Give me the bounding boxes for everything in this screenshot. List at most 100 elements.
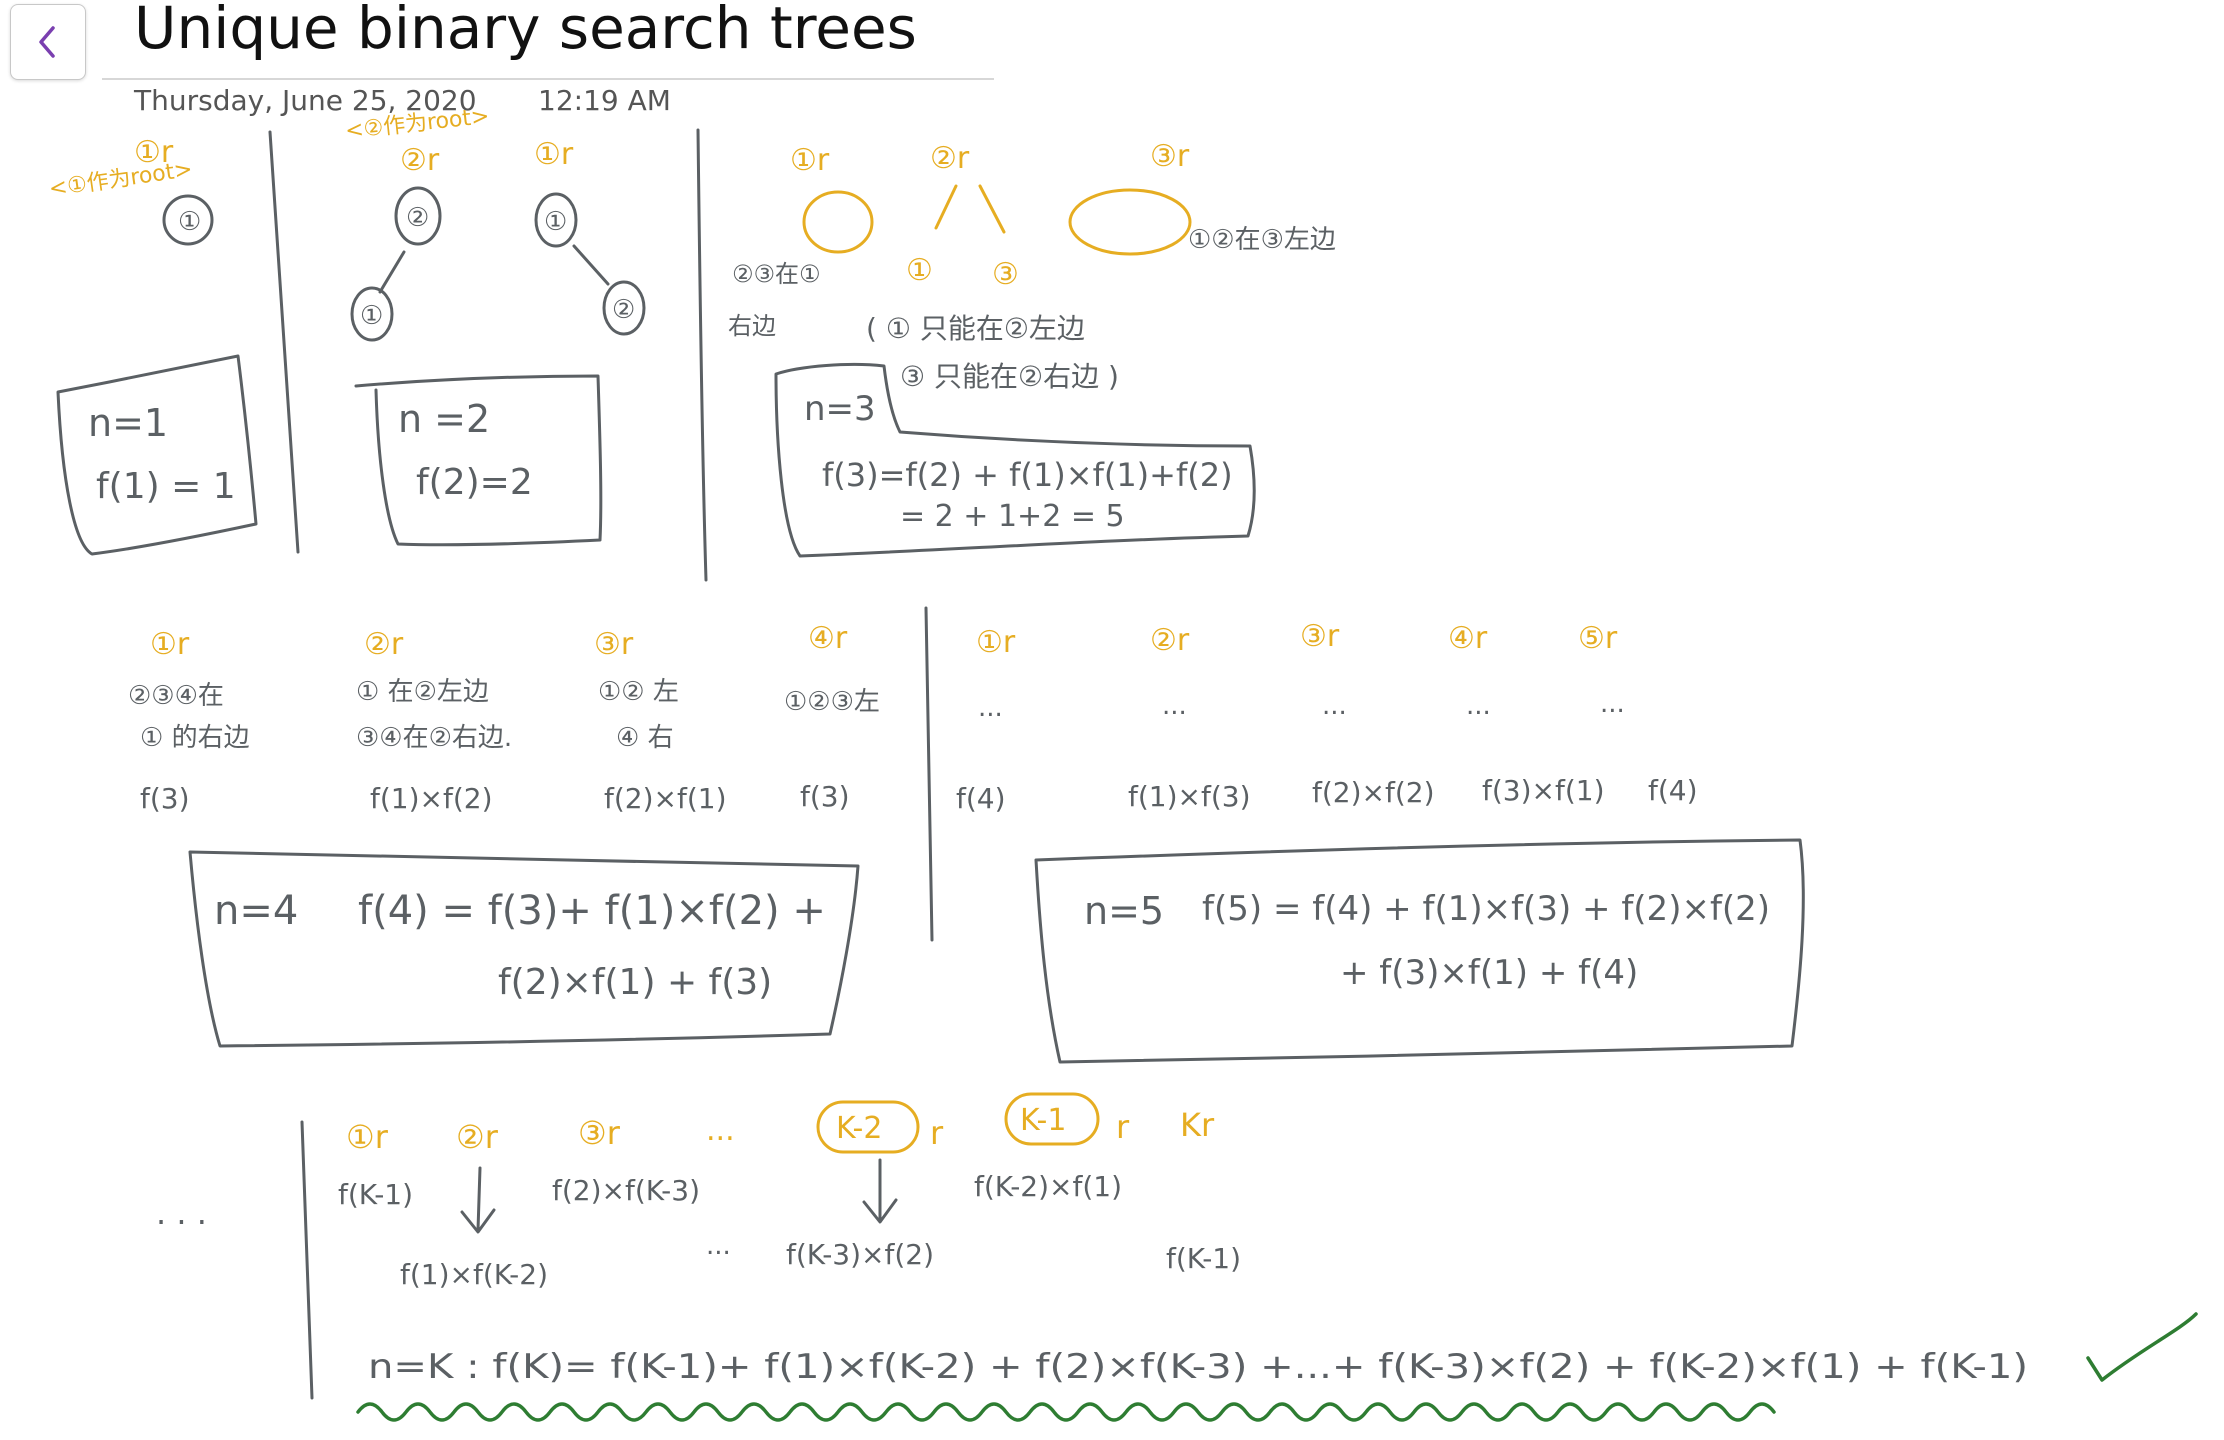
nk-term-e: f(K-3)×f(2): [786, 1238, 934, 1271]
node-circle-n2-child2: [602, 280, 646, 336]
down-arrow-2: [862, 1158, 898, 1224]
nk-term-b: f(2)×f(K-3): [552, 1174, 700, 1207]
n4-note-b2: ③④在②右边.: [356, 723, 512, 753]
n5-box-f2: + f(3)×f(1) + f(4): [1340, 953, 1638, 993]
k-minus-1-circle: [1004, 1092, 1100, 1146]
n5-dots-3: ...: [1322, 691, 1347, 721]
n5-root-5: ⑤r: [1578, 621, 1618, 656]
n4-term-2: f(1)×f(2): [370, 782, 493, 815]
n1-root-label: ①r: [134, 135, 174, 170]
n4-box-f2: f(2)×f(1) + f(3): [498, 962, 772, 1003]
n5-term-4: f(3)×f(1): [1482, 774, 1605, 807]
edge-n2-right: [572, 244, 610, 286]
n3-paren-2: ③ 只能在②右边 ): [900, 360, 1119, 393]
nk-root-2: ②r: [456, 1118, 499, 1156]
title-divider: [102, 78, 994, 80]
nk-root-k1-r: r: [1116, 1108, 1130, 1146]
n5-term-3: f(2)×f(2): [1312, 776, 1435, 809]
n1-root-note: <①作为root>: [47, 157, 194, 202]
box-n2: [354, 374, 603, 547]
n4-root-2: ②r: [364, 627, 404, 662]
subtree-blob-n3-root3: [1068, 188, 1192, 256]
n5-root-4: ④r: [1448, 621, 1488, 656]
n2-node-d: ②: [612, 295, 635, 325]
n2-root2-label: ②r: [400, 143, 440, 178]
n5-dots-2: ...: [1162, 691, 1187, 721]
n3-box-n: n=3: [804, 389, 876, 429]
node-circle-n2-root1: [534, 192, 578, 248]
n5-term-1: f(4): [956, 782, 1006, 815]
divider-2: [696, 128, 708, 582]
nk-leading-dots: . . .: [156, 1194, 207, 1232]
down-arrow-1: [460, 1166, 496, 1234]
n4-note-a1: ②③④在: [128, 681, 224, 711]
n5-root-2: ②r: [1150, 623, 1190, 658]
n3-right-note: ①②在③左边: [1188, 225, 1336, 255]
n4-box-f1: f(4) = f(3)+ f(1)×f(2) +: [358, 888, 826, 934]
n3-child-1: ①: [906, 253, 933, 288]
nk-root-3: ③r: [578, 1114, 621, 1152]
n4-root-3: ③r: [594, 627, 634, 662]
box-n1: [56, 354, 258, 556]
nk-root-k: Kr: [1180, 1106, 1215, 1144]
edge-n3-right: [978, 184, 1006, 234]
n3-child-3: ③: [992, 257, 1019, 292]
n4-root-1: ①r: [150, 627, 190, 662]
nk-term-a: f(K-1): [338, 1178, 413, 1211]
n5-box-n: n=5: [1084, 889, 1164, 933]
edge-n3-left: [934, 184, 958, 230]
n4-root-4: ④r: [808, 621, 848, 656]
n3-left-note-2: 右边: [728, 312, 776, 340]
nk-term-g: f(K-1): [1166, 1242, 1241, 1275]
n5-box-f1: f(5) = f(4) + f(1)×f(3) + f(2)×f(2): [1202, 889, 1770, 929]
page-time: 12:19 AM: [538, 84, 671, 117]
n2-node-b: ①: [360, 301, 383, 331]
nk-formula: n=K : f(K)= f(K-1)+ f(1)×f(K-2) + f(2)×f…: [368, 1347, 2028, 1387]
divider-1: [268, 130, 300, 554]
n3-root3: ③r: [1150, 139, 1190, 174]
subtree-blob-n3-root1: [802, 190, 874, 254]
n4-note-d1: ①②③左: [784, 687, 880, 717]
node-circle-n2-root2: [394, 186, 442, 246]
nk-term-c: f(1)×f(K-2): [400, 1258, 548, 1291]
n3-left-note-1: ②③在①: [732, 260, 821, 288]
n3-box-f2: = 2 + 1+2 = 5: [900, 499, 1125, 534]
n5-root-3: ③r: [1300, 619, 1340, 654]
divider-3: [924, 606, 934, 942]
n5-dots-5: ...: [1600, 689, 1625, 719]
n1-box-n: n=1: [88, 401, 168, 445]
nk-root-k2-r: r: [930, 1114, 944, 1152]
n2-node-a: ②: [406, 203, 429, 233]
n3-box-f1: f(3)=f(2) + f(1)×f(1)+f(2): [822, 456, 1233, 494]
n4-term-3: f(2)×f(1): [604, 782, 727, 815]
back-button[interactable]: [10, 4, 86, 80]
n2-root2-note: <②作为root>: [344, 104, 491, 144]
box-n5: [1034, 838, 1805, 1064]
n4-note-c2: ④ 右: [616, 723, 674, 753]
divider-4: [300, 1120, 314, 1400]
n2-box-f: f(2)=2: [416, 462, 533, 503]
n4-note-a2: ① 的右边: [140, 723, 250, 753]
node-circle-n1: [162, 194, 214, 246]
edge-n2-left: [378, 250, 406, 294]
n4-note-b1: ① 在②左边: [356, 677, 489, 707]
nk-root-dots: ...: [706, 1113, 735, 1148]
nk-term-d: ...: [706, 1231, 731, 1261]
box-n4: [188, 850, 860, 1048]
n2-box-n: n =2: [398, 397, 490, 441]
n3-root2: ②r: [930, 141, 970, 176]
page-title: Unique binary search trees: [134, 0, 917, 62]
k-minus-2-circle: [816, 1100, 920, 1154]
check-mark-icon: [2086, 1312, 2198, 1382]
page-date: Thursday, June 25, 2020: [134, 84, 477, 117]
n2-node-c: ①: [544, 207, 567, 237]
box-n3: [774, 362, 1256, 558]
n4-term-1: f(3): [140, 782, 190, 815]
n4-term-4: f(3): [800, 780, 850, 813]
nk-root-k2: K-2: [836, 1111, 882, 1146]
nk-root-1: ①r: [346, 1118, 389, 1156]
node-circle-n2-child1: [350, 286, 394, 342]
nk-term-f: f(K-2)×f(1): [974, 1170, 1122, 1203]
green-underline: [356, 1402, 1776, 1422]
